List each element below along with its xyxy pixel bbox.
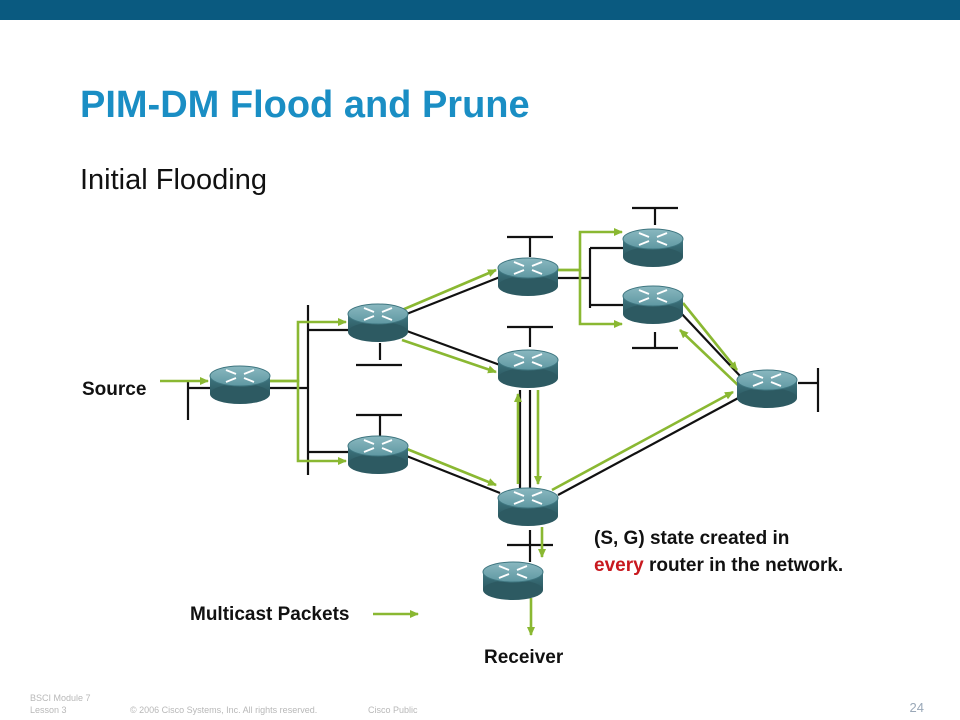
state-note-line2: every router in the network. bbox=[594, 552, 843, 579]
slide-subtitle: Initial Flooding bbox=[80, 164, 267, 196]
state-note-line1: (S, G) state created in bbox=[594, 528, 790, 549]
source-router-icon bbox=[209, 365, 271, 405]
slide-title: PIM-DM Flood and Prune bbox=[80, 84, 530, 126]
router-icon bbox=[497, 257, 559, 297]
router-icon bbox=[497, 349, 559, 389]
legend-label: Multicast Packets bbox=[190, 604, 350, 625]
receiver-router-icon bbox=[482, 561, 544, 601]
footer-course: BSCI Module 7 bbox=[30, 693, 91, 703]
router-icon bbox=[622, 285, 684, 325]
multicast-flow-arrows bbox=[160, 228, 741, 636]
router-icon bbox=[497, 487, 559, 527]
footer-lesson: Lesson 3 bbox=[30, 705, 67, 715]
footer-classification: Cisco Public bbox=[368, 705, 418, 715]
router-icon bbox=[622, 228, 684, 268]
router-icon bbox=[736, 369, 798, 409]
state-note-rest: router in the network. bbox=[643, 555, 844, 576]
network-links bbox=[186, 206, 820, 562]
router-icon bbox=[347, 303, 409, 343]
top-banner bbox=[0, 0, 960, 20]
state-note: (S, G) state created in every router in … bbox=[594, 525, 843, 579]
source-label: Source bbox=[82, 379, 147, 400]
router-icon bbox=[347, 435, 409, 475]
page-number: 24 bbox=[909, 700, 924, 715]
receiver-label: Receiver bbox=[484, 647, 564, 668]
state-note-highlight: every bbox=[594, 555, 644, 576]
footer-copyright: © 2006 Cisco Systems, Inc. All rights re… bbox=[130, 705, 318, 715]
